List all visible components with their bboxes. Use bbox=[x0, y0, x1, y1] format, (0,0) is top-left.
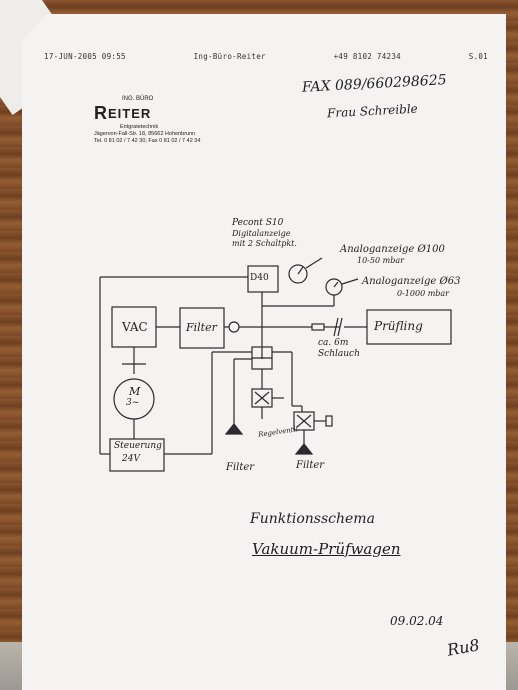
fax-sender: Ing-Büro-Reiter bbox=[193, 52, 266, 61]
digital-display-label: D40 bbox=[250, 273, 269, 283]
letterhead: ING. BÜRO R EITER Entgratetechnik Jägerv… bbox=[94, 96, 254, 145]
filter-box-label: Filter bbox=[186, 321, 217, 334]
control-voltage-label: 24V bbox=[122, 454, 140, 464]
digital-display-desc: Digitalanzeige bbox=[232, 229, 291, 238]
analog-gauge-63-label: Analoganzeige Ø63 bbox=[362, 276, 461, 287]
filter-right-label: Filter bbox=[296, 460, 325, 471]
fax-document: 17-JUN-2005 09:55 Ing-Büro-Reiter +49 81… bbox=[22, 14, 506, 690]
schematic-title: Funktionsschema bbox=[250, 511, 375, 527]
hose-label: Schlauch bbox=[318, 349, 360, 359]
hose-length-label: ca. 6m bbox=[318, 338, 349, 348]
letterhead-logo: R EITER bbox=[94, 103, 254, 124]
analog-gauge-100-label: Analoganzeige Ø100 bbox=[340, 244, 445, 255]
digital-display-desc2: mit 2 Schaltpkt. bbox=[232, 239, 297, 248]
logo-initial: R bbox=[94, 103, 107, 123]
filter-left-label: Filter bbox=[226, 462, 255, 473]
logo-name: EITER bbox=[108, 106, 152, 121]
fax-datetime: 17-JUN-2005 09:55 bbox=[44, 52, 126, 61]
analog-gauge-100-range: 10-50 mbar bbox=[357, 256, 404, 265]
digital-display-box bbox=[247, 265, 279, 293]
vac-label: VAC bbox=[122, 320, 148, 334]
letterhead-contact: Tel. 0 81 02 / 7 42 30, Fax 0 81 02 / 7 … bbox=[94, 138, 201, 144]
fax-header-line: 17-JUN-2005 09:55 Ing-Büro-Reiter +49 81… bbox=[44, 52, 488, 61]
analog-gauge-63-range: 0-1000 mbar bbox=[397, 289, 449, 298]
specimen-label: Prüfling bbox=[374, 319, 423, 333]
digital-display-title: Pecont S10 bbox=[232, 218, 284, 228]
analog-gauge-100 bbox=[288, 264, 308, 284]
control-label: Steuerung bbox=[114, 441, 162, 451]
letterhead-subtitle: ING. BÜRO bbox=[122, 96, 154, 102]
filter-box bbox=[179, 307, 225, 349]
schematic-subtitle: Vakuum-Prüfwagen bbox=[252, 540, 401, 558]
function-schematic bbox=[99, 257, 452, 472]
control-box bbox=[109, 438, 165, 472]
fax-page: S.01 bbox=[468, 52, 488, 61]
motor-phase-label: 3~ bbox=[126, 398, 140, 408]
motor-label: M bbox=[129, 385, 141, 398]
letterhead-tagline: Entgratetechnik bbox=[120, 124, 159, 130]
handwritten-date: 09.02.04 bbox=[390, 614, 444, 628]
specimen-box bbox=[366, 309, 452, 345]
hose-connector bbox=[228, 321, 240, 333]
letterhead-address: Jägervon-Fall-Str. 18, 85662 Hohenbrunn bbox=[94, 131, 196, 137]
fax-phone: +49 8102 74234 bbox=[333, 52, 401, 61]
